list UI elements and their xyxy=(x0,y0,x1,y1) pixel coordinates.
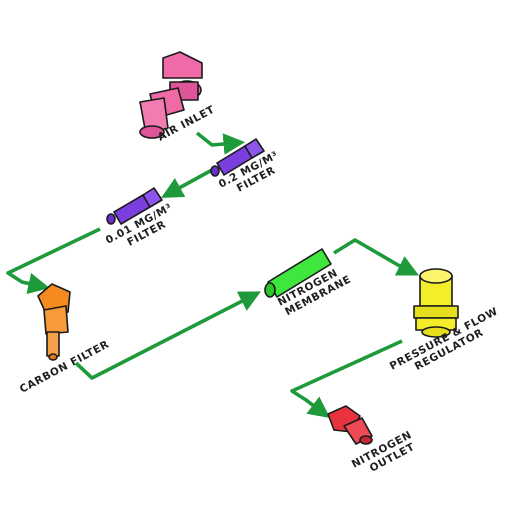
flow-arrow-regulator-to-outlet xyxy=(290,339,403,419)
carbon-filter-label: CARBON FILTER xyxy=(18,338,112,395)
filter-02-icon xyxy=(210,138,265,177)
filter-001-icon xyxy=(106,187,163,225)
flow-arrow-02-to-001-filter xyxy=(161,168,213,198)
nitrogen-membrane-icon xyxy=(264,248,332,298)
flow-arrow-inlet-to-02-filter xyxy=(195,131,246,155)
nitrogen-outlet-icon xyxy=(327,405,373,445)
carbon-filter-icon xyxy=(37,283,71,361)
flow-arrow-membrane-to-regulator xyxy=(333,238,420,276)
flow-arrow-001-filter-to-carbon xyxy=(6,227,101,295)
air-inlet-icon xyxy=(139,51,203,139)
flow-arrow-carbon-to-membrane xyxy=(74,291,261,380)
regulator-icon xyxy=(413,268,459,338)
flow-arrows xyxy=(6,131,420,419)
